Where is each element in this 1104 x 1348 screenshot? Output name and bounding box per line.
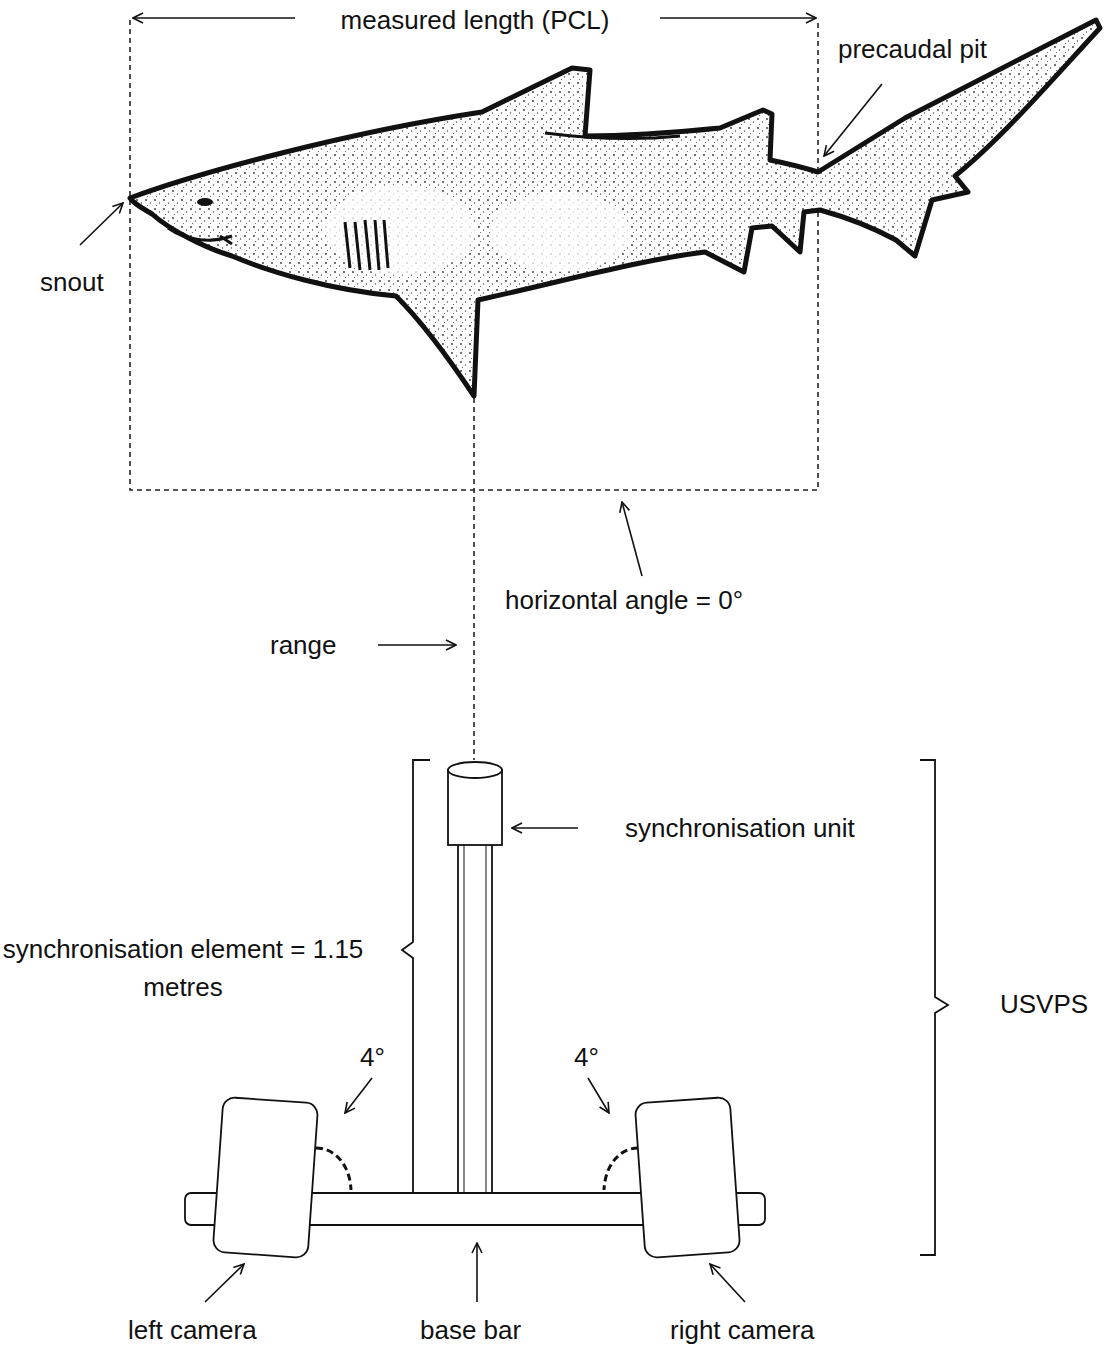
part-label: range xyxy=(270,629,337,661)
part-label: base bar xyxy=(420,1314,521,1346)
leader-arrows xyxy=(80,84,882,1302)
dimension-label: synchronisation element = 1.15 metres xyxy=(0,930,366,1006)
angle-label: 4° xyxy=(360,1041,385,1073)
angle-label: horizontal angle = 0° xyxy=(505,584,743,616)
shark-illustration xyxy=(130,20,1100,396)
part-label: synchronisation unit xyxy=(625,812,855,844)
angle-arcs xyxy=(316,1148,638,1190)
brackets xyxy=(402,760,948,1255)
part-label: precaudal pit xyxy=(838,33,987,65)
angle-label: 4° xyxy=(574,1041,599,1073)
system-label: USVPS xyxy=(1000,988,1088,1020)
part-label: right camera xyxy=(670,1314,815,1346)
part-label: left camera xyxy=(128,1314,257,1346)
dimension-label: measured length (PCL) xyxy=(300,4,650,36)
part-label: snout xyxy=(40,266,104,298)
